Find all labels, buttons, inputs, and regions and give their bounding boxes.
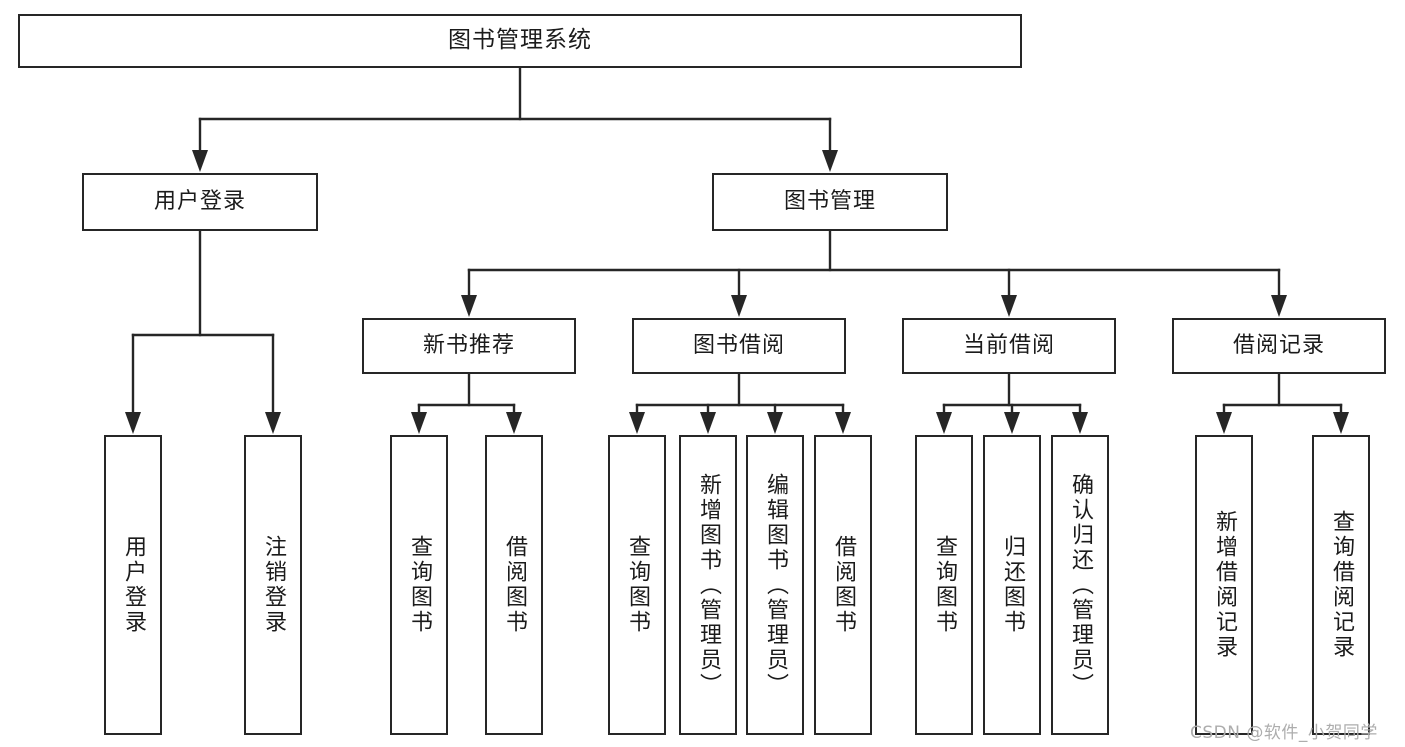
node-leaf-cb-return-book[interactable]: 归还图书 <box>983 435 1041 735</box>
node-root[interactable]: 图书管理系统 <box>18 14 1022 68</box>
csdn-watermark: CSDN @软件_小贺同学 <box>1190 723 1378 743</box>
node-current-borrow[interactable]: 当前借阅 <box>902 318 1116 374</box>
node-leaf-cb-confirm-return[interactable]: 确认归还（管理员） <box>1051 435 1109 735</box>
node-leaf-bb-edit-book[interactable]: 编辑图书（管理员） <box>746 435 804 735</box>
node-borrow-record[interactable]: 借阅记录 <box>1172 318 1386 374</box>
node-leaf-br-query-record[interactable]: 查询借阅记录 <box>1312 435 1370 735</box>
node-leaf-cb-query-book[interactable]: 查询图书 <box>915 435 973 735</box>
node-leaf-bb-borrow-book[interactable]: 借阅图书 <box>814 435 872 735</box>
node-book-borrow[interactable]: 图书借阅 <box>632 318 846 374</box>
node-leaf-user-logout[interactable]: 注销登录 <box>244 435 302 735</box>
node-leaf-rec-borrow-book[interactable]: 借阅图书 <box>485 435 543 735</box>
node-leaf-br-add-record[interactable]: 新增借阅记录 <box>1195 435 1253 735</box>
node-leaf-bb-query-book[interactable]: 查询图书 <box>608 435 666 735</box>
node-leaf-bb-add-book[interactable]: 新增图书（管理员） <box>679 435 737 735</box>
node-leaf-rec-query-book[interactable]: 查询图书 <box>390 435 448 735</box>
node-user-login[interactable]: 用户登录 <box>82 173 318 231</box>
node-book-manage[interactable]: 图书管理 <box>712 173 948 231</box>
node-new-book-rec[interactable]: 新书推荐 <box>362 318 576 374</box>
node-leaf-user-login[interactable]: 用户登录 <box>104 435 162 735</box>
